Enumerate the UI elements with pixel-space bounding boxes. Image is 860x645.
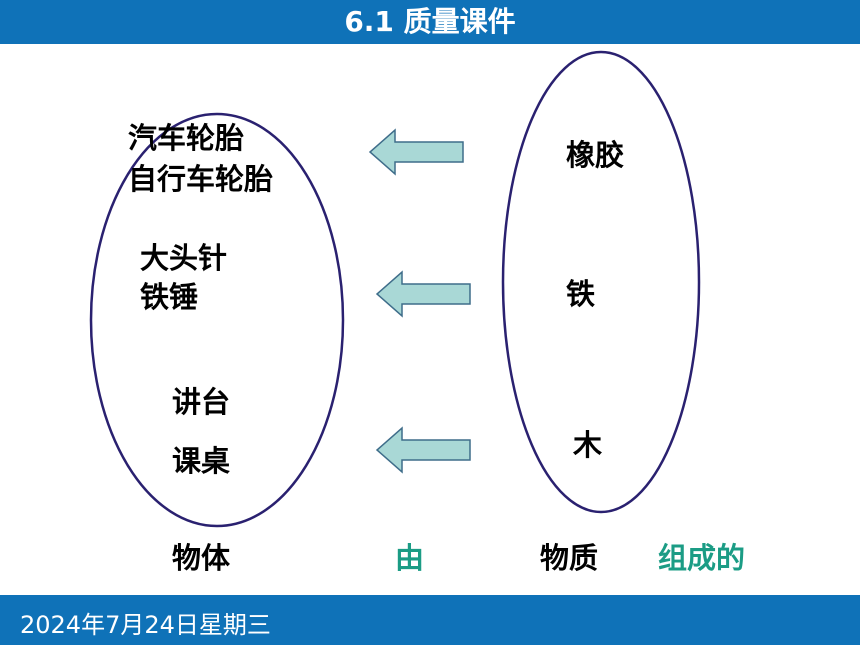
arrow-wood	[375, 426, 471, 474]
footer-bar: 2024年7月24日星期三	[0, 595, 860, 645]
object-car-tire: 汽车轮胎	[128, 121, 245, 155]
label-objects: 物体	[172, 541, 231, 575]
object-hammer: 铁锤	[140, 280, 199, 314]
label-by: 由	[395, 541, 425, 575]
footer-date: 2024年7月24日星期三	[20, 611, 271, 639]
material-wood: 木	[573, 428, 603, 462]
object-podium: 讲台	[172, 385, 231, 419]
materials-ellipse	[501, 50, 701, 514]
slide-title: 6.1 质量课件	[344, 5, 516, 38]
objects-ellipse	[89, 112, 345, 528]
label-composed-of: 组成的	[658, 541, 746, 575]
material-rubber: 橡胶	[566, 138, 625, 172]
arrow-rubber	[368, 128, 464, 176]
object-desk: 课桌	[172, 444, 231, 478]
object-bicycle-tire: 自行车轮胎	[128, 162, 274, 196]
arrow-iron	[375, 270, 471, 318]
material-iron: 铁	[566, 277, 596, 311]
header-bar: 6.1 质量课件	[0, 0, 860, 44]
label-material: 物质	[540, 541, 599, 575]
object-pin: 大头针	[140, 241, 228, 275]
